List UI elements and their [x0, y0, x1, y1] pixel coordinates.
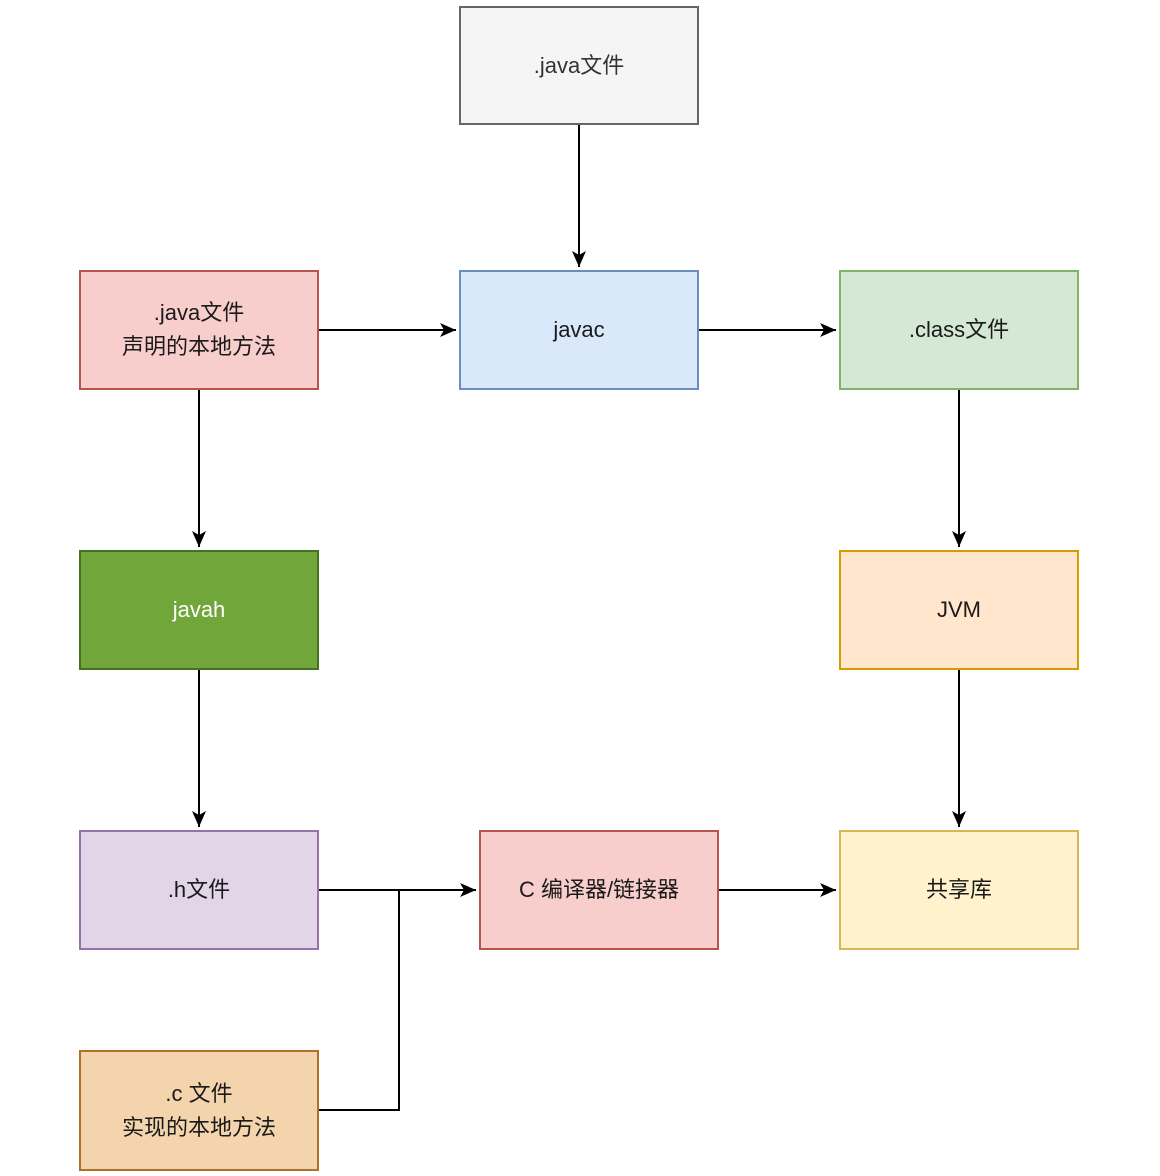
- node-c-compiler-linker: C 编译器/链接器: [479, 830, 719, 950]
- node-java-native-methods: .java文件 声明的本地方法: [79, 270, 319, 390]
- node-class-file-label: .class文件: [908, 317, 1010, 342]
- node-c-compiler-linker-label: C 编译器/链接器: [518, 877, 680, 902]
- node-c-file-impl-label-line1: .c 文件: [165, 1080, 233, 1106]
- node-java-file: .java文件: [459, 6, 699, 125]
- node-java-native-label-line1: .java文件: [153, 300, 245, 325]
- node-h-file: .h文件: [79, 830, 319, 950]
- edge-c-file-to-c-compiler: [319, 891, 400, 1111]
- node-c-file-impl-label-line2: 实现的本地方法: [121, 1114, 276, 1140]
- node-javah: javah: [79, 550, 319, 670]
- node-java-native-label-line2: 声明的本地方法: [121, 334, 276, 359]
- node-javac-label: javac: [553, 317, 605, 342]
- node-javah-label: javah: [172, 597, 226, 622]
- node-class-file: .class文件: [839, 270, 1079, 390]
- node-java-file-label: .java文件: [533, 52, 625, 78]
- node-shared-library: 共享库: [839, 830, 1079, 950]
- node-c-file-impl: .c 文件 实现的本地方法: [79, 1050, 319, 1171]
- node-jvm-label: JVM: [937, 597, 981, 622]
- node-jvm: JVM: [839, 550, 1079, 670]
- node-shared-library-label: 共享库: [925, 877, 992, 902]
- node-javac: javac: [459, 270, 699, 390]
- node-h-file-label: .h文件: [167, 877, 231, 902]
